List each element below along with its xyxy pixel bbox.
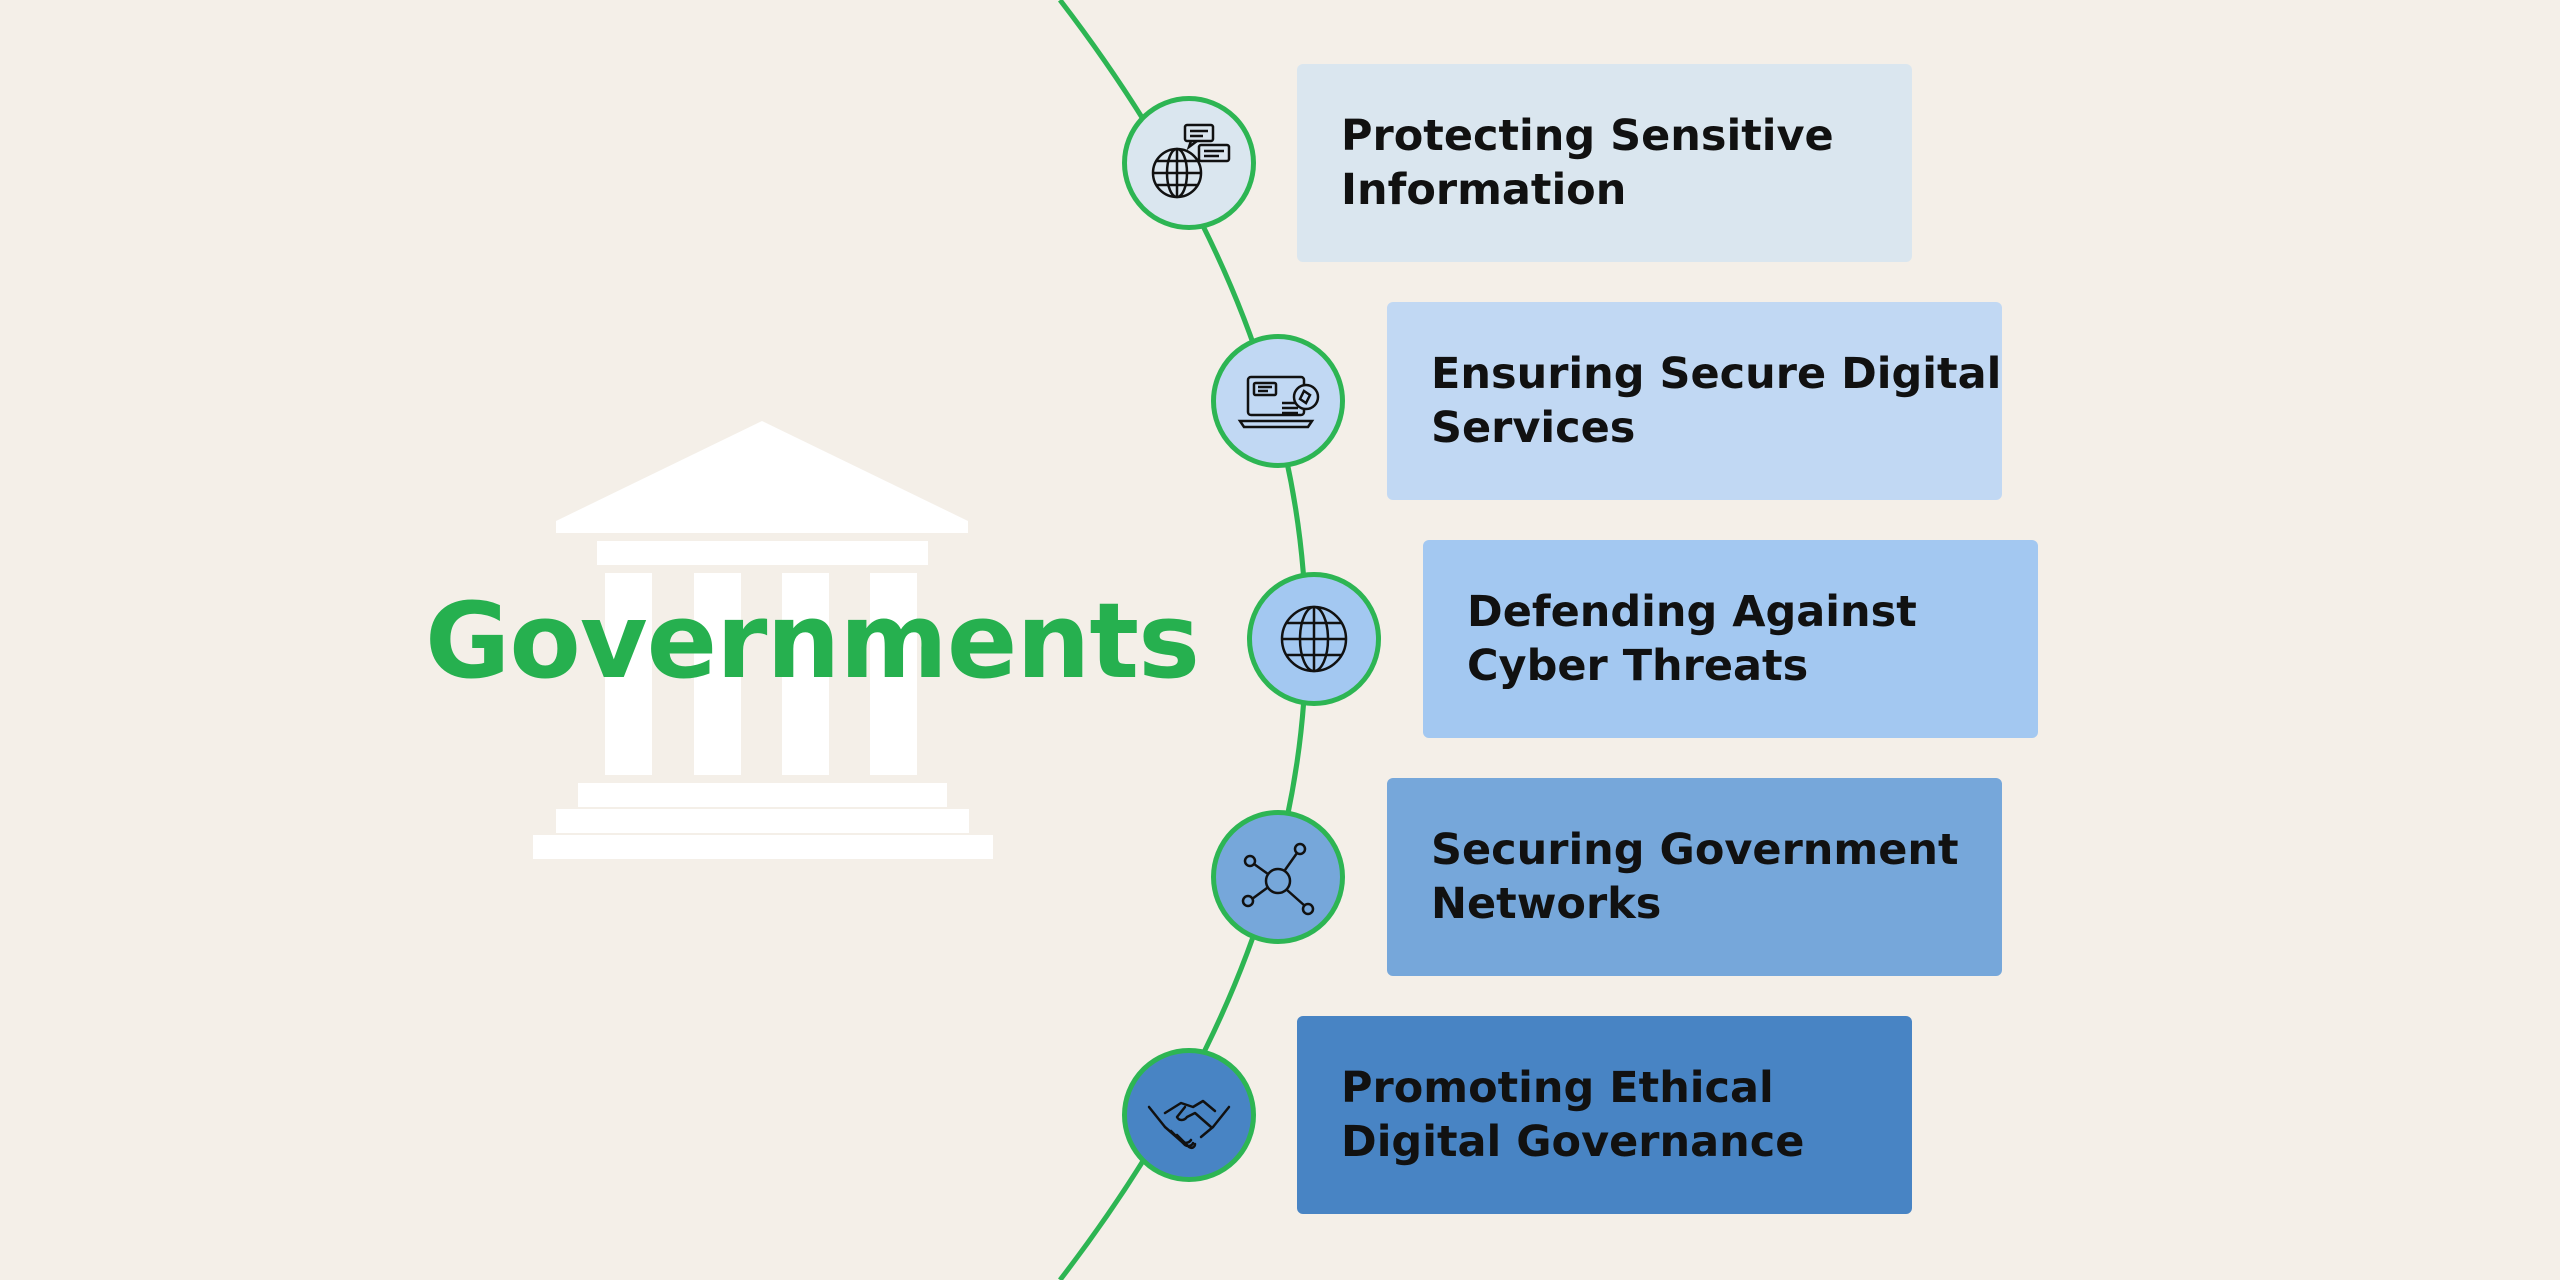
globe-icon [1280, 605, 1348, 673]
item-box-secure-digital-services: Ensuring Secure Digital Services [1387, 302, 2002, 500]
item-node-4 [1211, 810, 1345, 944]
item-box-cyber-threats: Defending Against Cyber Threats [1423, 540, 2038, 738]
globe-chat-icon [1151, 123, 1231, 199]
handshake-icon [1147, 1099, 1231, 1150]
item-box-ethical-governance: Promoting Ethical Digital Governance [1297, 1016, 1912, 1214]
item-label: Ensuring Secure Digital Services [1431, 349, 2002, 453]
item-label: Promoting Ethical Digital Governance [1341, 1063, 1805, 1167]
item-node-3 [1247, 572, 1381, 706]
item-label: Defending Against Cyber Threats [1467, 587, 1917, 691]
item-node-2 [1211, 334, 1345, 468]
item-node-1 [1122, 96, 1256, 230]
network-nodes-icon [1241, 842, 1315, 916]
page-title: Governments [425, 580, 1200, 702]
item-node-5 [1122, 1048, 1256, 1182]
item-label: Protecting Sensitive Information [1341, 111, 1834, 215]
item-label: Securing Government Networks [1431, 825, 1959, 929]
item-box-protecting-information: Protecting Sensitive Information [1297, 64, 1912, 262]
laptop-security-icon [1237, 375, 1320, 429]
item-box-government-networks: Securing Government Networks [1387, 778, 2002, 976]
